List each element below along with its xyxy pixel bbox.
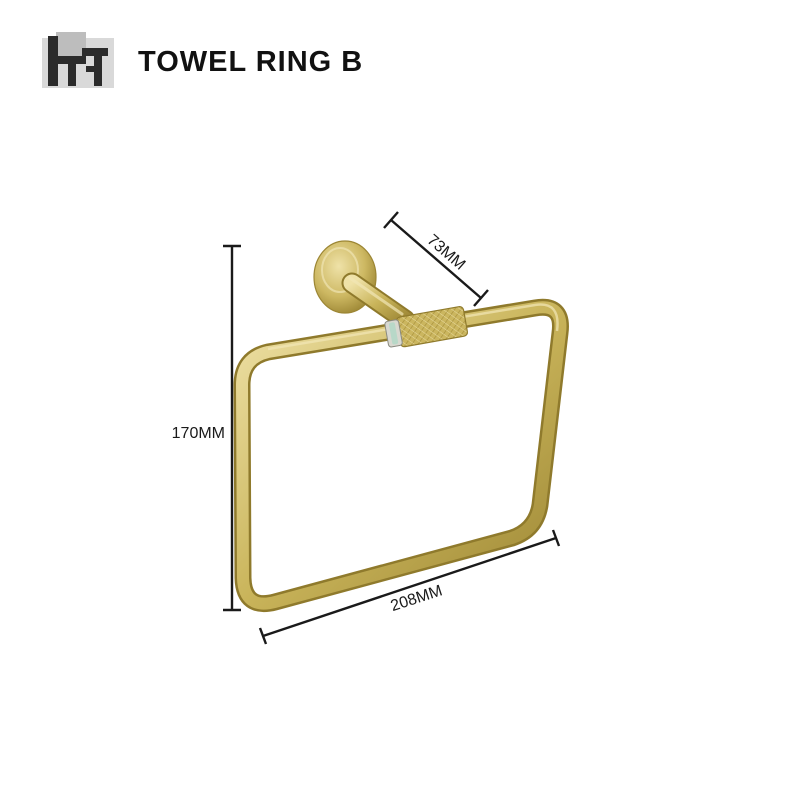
brand-logo-icon xyxy=(42,32,114,88)
width-dimension-label: 208MM xyxy=(389,582,445,615)
height-dimension-label: 170MM xyxy=(172,425,225,442)
depth-dimension xyxy=(383,211,489,307)
knurled-connector xyxy=(384,306,469,348)
wall-flange-highlight xyxy=(321,247,359,293)
width-dimension xyxy=(258,529,561,645)
height-dimension xyxy=(223,244,241,612)
page-title: TOWEL RING B xyxy=(138,46,364,78)
